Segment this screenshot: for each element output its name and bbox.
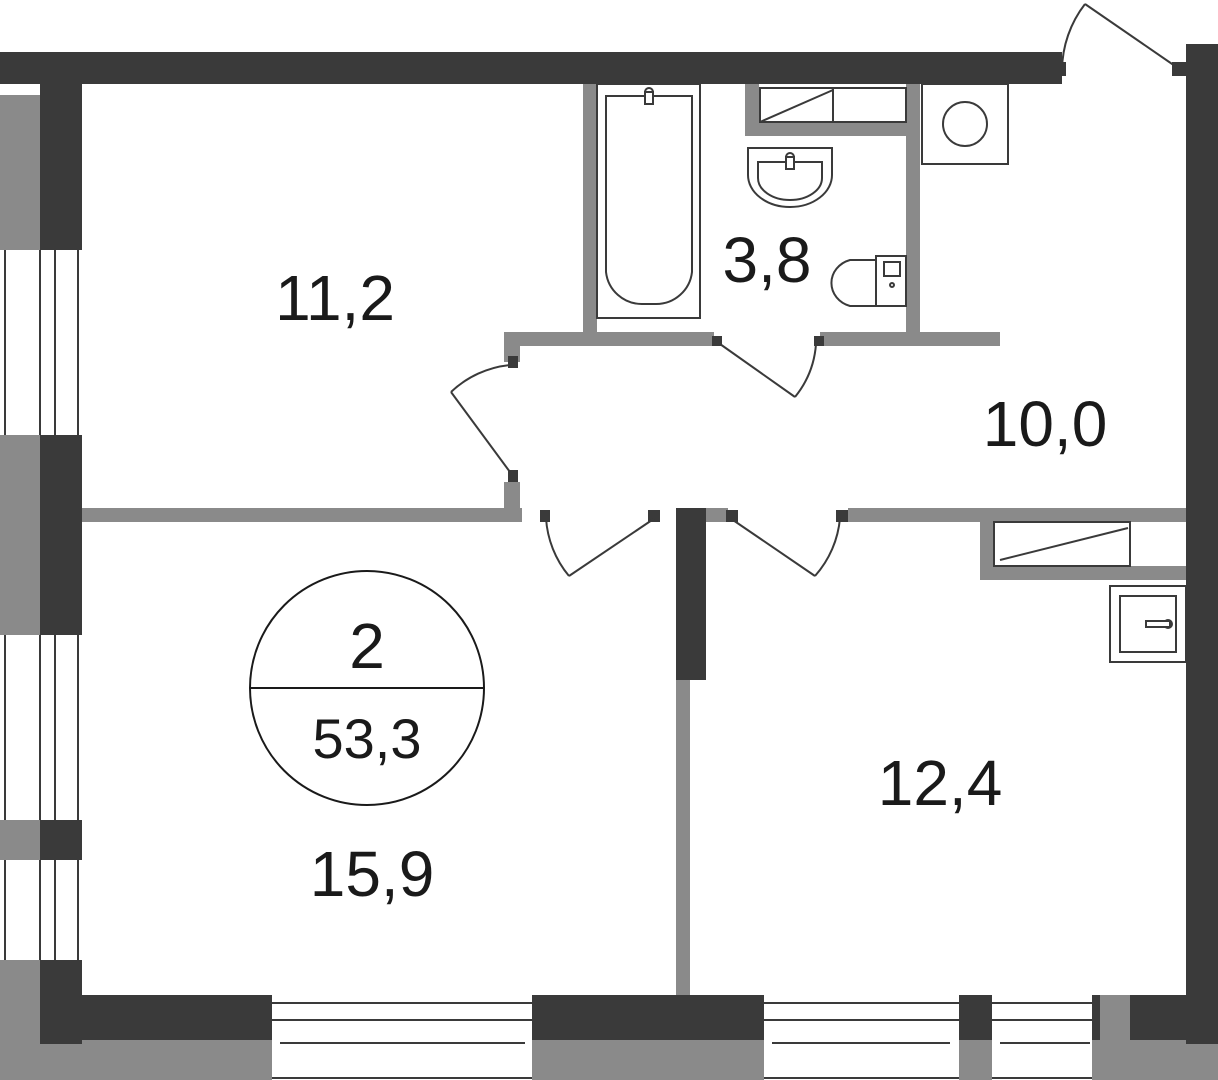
- room-area-living: 15,9: [310, 838, 435, 910]
- bottom-window-3: [992, 995, 1092, 1080]
- bottom-window-2: [764, 995, 959, 1080]
- room-area-hall: 10,0: [983, 388, 1108, 460]
- kitchen-counter-icon: [993, 521, 1131, 567]
- bottom-window-1: [272, 995, 532, 1080]
- doors: [450, 3, 1176, 577]
- bathtub-icon: [596, 83, 701, 319]
- kitchen-sink-icon: [1109, 585, 1187, 663]
- apartment-badge: 2 53,3: [249, 570, 485, 806]
- door-entrance: [1061, 3, 1176, 71]
- total-area: 53,3: [313, 707, 422, 770]
- sink-icon: [747, 147, 833, 208]
- door-jambs: [508, 62, 1066, 522]
- left-window-3: [0, 860, 82, 960]
- room-area-bedroom: 11,2: [275, 262, 395, 334]
- door-bathroom: [719, 343, 817, 398]
- door-bedroom: [450, 364, 511, 473]
- door-kitchen: [729, 517, 841, 577]
- door-living: [545, 517, 656, 577]
- shelf-icon: [759, 87, 907, 123]
- rooms-count: 2: [349, 610, 385, 682]
- toilet-icon: [830, 255, 907, 307]
- washing-machine-icon: [921, 83, 1009, 165]
- room-area-bathroom: 3,8: [723, 224, 812, 296]
- left-window-1: [0, 250, 82, 435]
- left-window-2: [0, 635, 82, 820]
- inner-walls: [82, 84, 1186, 995]
- room-area-kitchen: 12,4: [878, 747, 1003, 819]
